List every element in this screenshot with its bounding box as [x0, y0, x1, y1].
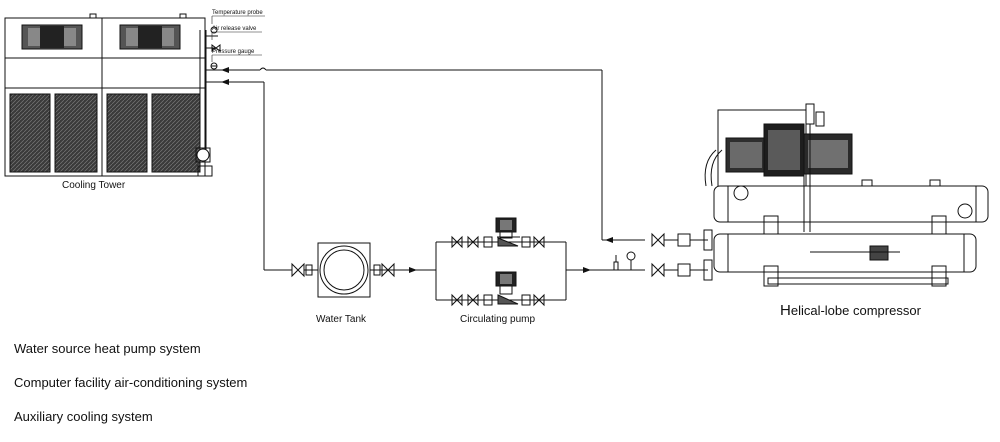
pump-outlet-line: [566, 251, 645, 273]
circulating-pump-label: Circulating pump: [460, 314, 535, 325]
compressor-unit: [704, 103, 989, 287]
temperature-probe-label: Temperature probe: [212, 10, 263, 16]
supply-line: [220, 79, 292, 271]
water-tank: [317, 242, 371, 298]
chiller-valves: [651, 229, 713, 281]
system-applications-list: Water source heat pump system Computer f…: [14, 340, 247, 442]
system-item: Auxiliary cooling system: [14, 409, 153, 424]
fan-unit-left: [21, 24, 83, 50]
tank-inlet-valve: [291, 262, 318, 278]
pressure-gauge-label: Pressure gauge: [212, 49, 255, 55]
return-line: [220, 67, 645, 243]
air-release-valve-label: Air release valve: [212, 26, 257, 32]
tower-instruments: [206, 15, 265, 83]
pump-header: [435, 241, 567, 301]
water-tank-label: Water Tank: [316, 314, 367, 325]
system-item: Water source heat pump system: [14, 341, 201, 356]
cooling-tower: [4, 13, 213, 177]
tank-outlet: [370, 262, 436, 278]
cooling-tower-label: Cooling Tower: [62, 180, 126, 191]
system-item: Computer facility air-conditioning syste…: [14, 375, 248, 390]
fan-unit-right: [119, 24, 181, 50]
circulating-pump-lower: [451, 271, 545, 307]
helical-lobe-compressor-label: Helical-lobe compressor: [780, 302, 922, 319]
circulating-pump-upper: [451, 217, 545, 249]
